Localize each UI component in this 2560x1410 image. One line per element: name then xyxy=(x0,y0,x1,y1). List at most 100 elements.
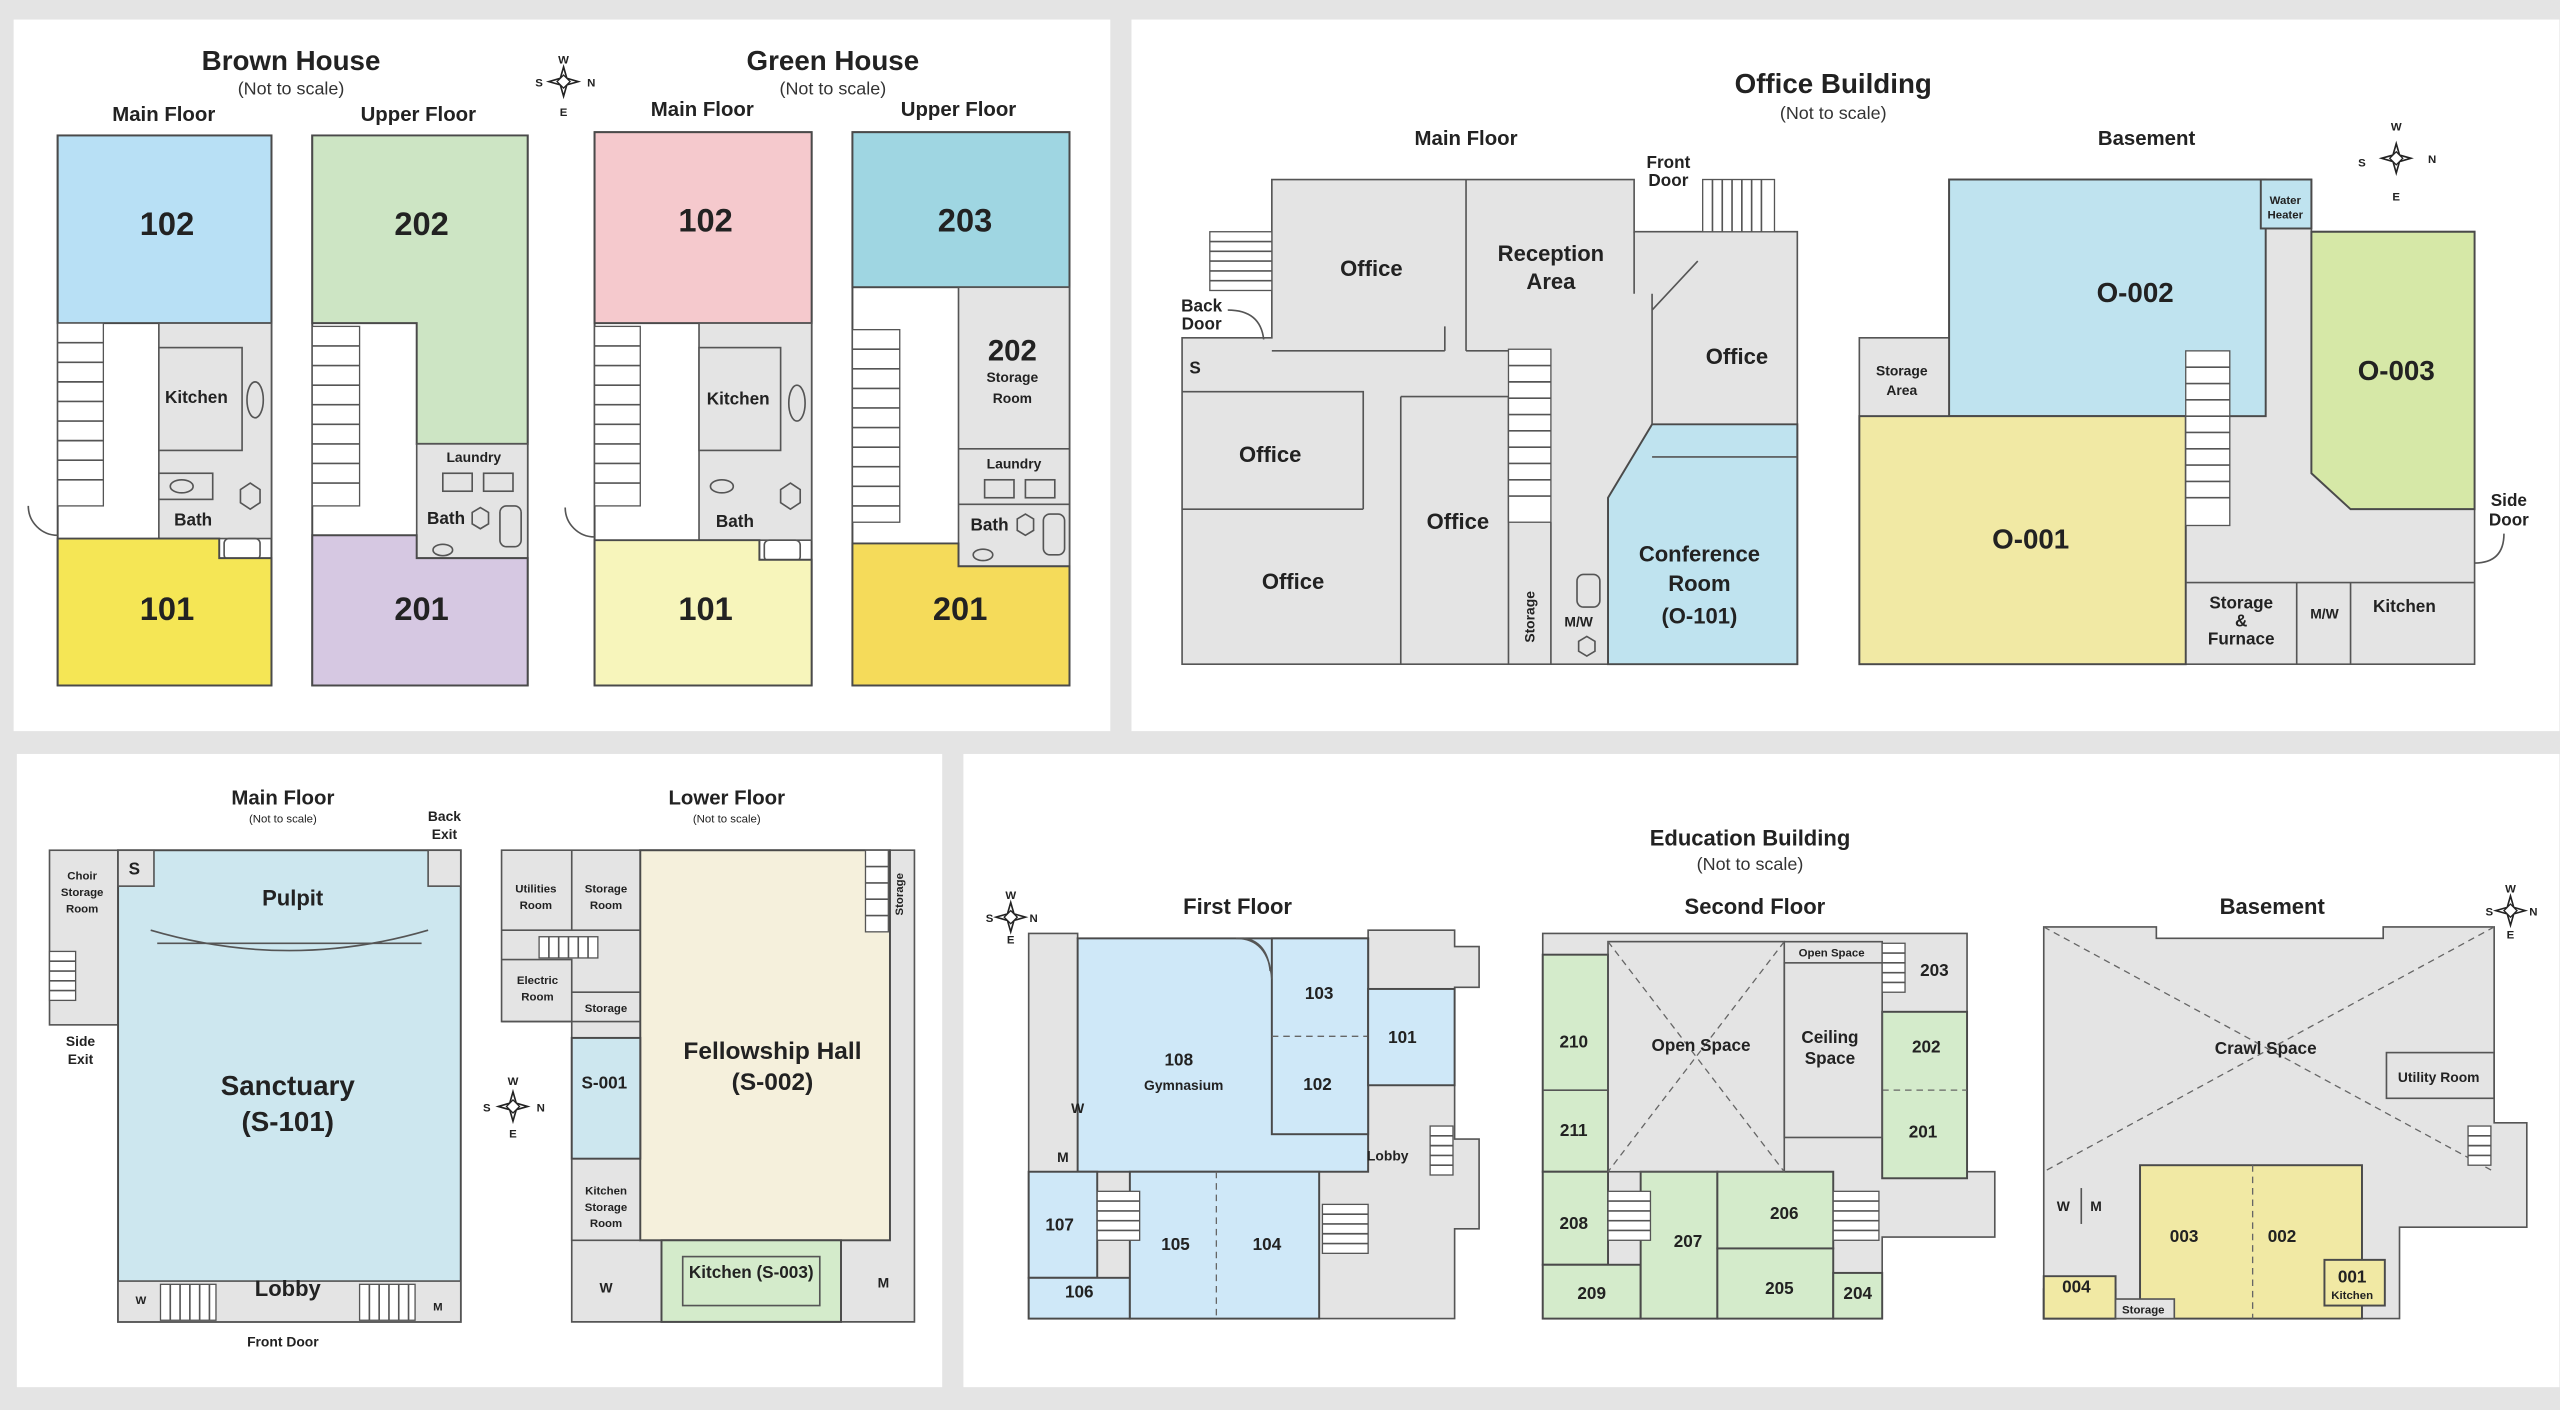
room-201-label: 201 xyxy=(933,590,987,627)
room-203 xyxy=(851,131,1071,289)
conference-room xyxy=(1607,423,1799,666)
ceiling-space-label-2: Space xyxy=(1805,1048,1855,1068)
svg-text:S: S xyxy=(535,77,543,89)
kitchen-label: Kitchen xyxy=(2373,596,2436,616)
room-107 xyxy=(1027,1170,1099,1279)
choir-storage-label-3: Room xyxy=(66,903,98,915)
kitchen-label: Kitchen xyxy=(165,387,228,407)
svg-text:W: W xyxy=(2391,122,2402,134)
room-101 xyxy=(593,539,813,687)
lower-floor-plan: Utilities Room Storage Room Electric Roo… xyxy=(500,849,916,1323)
womens-restroom-label: W xyxy=(136,1295,147,1307)
reception-area-label: Reception xyxy=(1498,241,1604,266)
room-004-label: 004 xyxy=(2062,1277,2091,1297)
brown-main-floor-plan: 102 Kitchen Bath 101 xyxy=(27,134,273,687)
svg-text:W: W xyxy=(2505,884,2516,896)
reception-area-label-2: Area xyxy=(1526,269,1576,294)
room-206 xyxy=(1716,1170,1835,1250)
room-104-label: 104 xyxy=(1253,1234,1282,1254)
mens-restroom-label: M xyxy=(1057,1149,1069,1165)
storage-label: Storage xyxy=(585,1003,627,1015)
utility-room-label: Utility Room xyxy=(2398,1069,2480,1085)
kitchen-storage-label: Kitchen xyxy=(585,1186,627,1198)
sanctuary-id: (S-101) xyxy=(242,1106,334,1137)
side-exit-label: Side xyxy=(66,1033,96,1049)
room-205 xyxy=(1716,1247,1835,1320)
room-209-label: 209 xyxy=(1577,1283,1606,1303)
svg-text:W: W xyxy=(558,55,569,67)
bath-label: Bath xyxy=(716,511,754,531)
stairs-icon xyxy=(864,849,889,933)
room-105-104 xyxy=(1128,1170,1321,1320)
front-door-label: Front xyxy=(1647,152,1691,172)
room-202-label: 202 xyxy=(1912,1037,1941,1057)
office-label: Office xyxy=(1340,256,1402,281)
stairs-icon xyxy=(538,936,599,959)
room-s-001-label: S-001 xyxy=(582,1073,628,1093)
svg-text:N: N xyxy=(2529,907,2537,919)
education-first-floor-plan: 108 Gymnasium 103 101 102 Lobby W M 107 … xyxy=(1027,929,1480,1320)
room-101 xyxy=(56,537,273,687)
room-201-label: 201 xyxy=(1909,1121,1938,1141)
room-203-label: 203 xyxy=(1920,960,1949,980)
compass-icon: W N S E xyxy=(2485,884,2537,942)
ceiling-space-label: Ceiling xyxy=(1801,1027,1858,1047)
front-door-label-2: Door xyxy=(1648,170,1688,190)
bath-label: Bath xyxy=(174,509,212,529)
stairs-icon xyxy=(1429,1125,1454,1176)
office-basement-plan: Water Heater O-002 O-003 Storage Area O-… xyxy=(1858,178,2529,666)
stairs-icon xyxy=(57,322,105,507)
mens-restroom-label: M xyxy=(433,1301,443,1313)
second-floor-label: Second Floor xyxy=(1685,894,1826,919)
office-label: Office xyxy=(1262,569,1324,594)
stairs-icon xyxy=(1702,178,1776,233)
room-206-label: 206 xyxy=(1770,1203,1799,1223)
svg-text:N: N xyxy=(537,1102,545,1114)
storage-vertical-label: Storage xyxy=(894,873,906,915)
green-house-title: Green House xyxy=(747,45,920,76)
stairs-icon xyxy=(1321,1203,1369,1254)
svg-text:N: N xyxy=(1029,913,1037,925)
room-207-label: 207 xyxy=(1674,1231,1703,1251)
storage-room-label-2: Room xyxy=(590,900,622,912)
room-101-label: 101 xyxy=(1388,1027,1417,1047)
office-label: Office xyxy=(1427,509,1489,534)
bath-label: Bath xyxy=(970,514,1008,534)
womens-restroom-label: W xyxy=(1071,1100,1085,1116)
room-106 xyxy=(1027,1276,1131,1320)
fellowship-hall-label: Fellowship Hall xyxy=(683,1038,861,1065)
stairs-icon xyxy=(1832,1190,1880,1241)
mens-restroom-label: M xyxy=(2090,1198,2102,1214)
door-swing-icon xyxy=(564,507,595,538)
green-main-floor-plan: 102 Kitchen Bath 101 xyxy=(564,131,813,687)
svg-text:W: W xyxy=(1005,890,1016,902)
storage-label: Storage xyxy=(2122,1305,2164,1317)
svg-text:N: N xyxy=(587,77,595,89)
electric-room-label-2: Room xyxy=(521,991,553,1003)
laundry-label: Laundry xyxy=(446,449,501,465)
womens-restroom-label: W xyxy=(599,1280,613,1296)
room-105-label: 105 xyxy=(1161,1234,1190,1254)
green-main-floor-label: Main Floor xyxy=(651,99,754,121)
conference-room-id: (O-101) xyxy=(1661,603,1737,628)
room-108-label: 108 xyxy=(1165,1050,1194,1070)
church-lower-floor-label: Lower Floor xyxy=(668,788,785,810)
kitchen-s-003-label: Kitchen (S-003) xyxy=(689,1262,814,1282)
room-101-label: 101 xyxy=(678,590,732,627)
office-title: Office Building xyxy=(1735,68,1932,99)
office-label: Office xyxy=(1239,442,1301,467)
back-door-label: Back xyxy=(1181,296,1222,316)
lobby-label: Lobby xyxy=(1367,1147,1409,1163)
room-o-001-label: O-001 xyxy=(1992,523,2069,554)
office-label: Office xyxy=(1706,344,1768,369)
crawl-space-label: Crawl Space xyxy=(2215,1038,2317,1058)
storage-furnace-label-3: Furnace xyxy=(2208,629,2275,649)
storage-label: Storage xyxy=(1522,591,1538,643)
storage-area-label-2: Area xyxy=(1886,382,1917,398)
open-space-label: Open Space xyxy=(1652,1035,1751,1055)
room-o-003 xyxy=(2310,230,2476,511)
restroom-label: M/W xyxy=(1564,614,1593,630)
kitchen-storage-label-3: Room xyxy=(590,1218,622,1230)
compass-icon: W N S E xyxy=(535,55,595,119)
